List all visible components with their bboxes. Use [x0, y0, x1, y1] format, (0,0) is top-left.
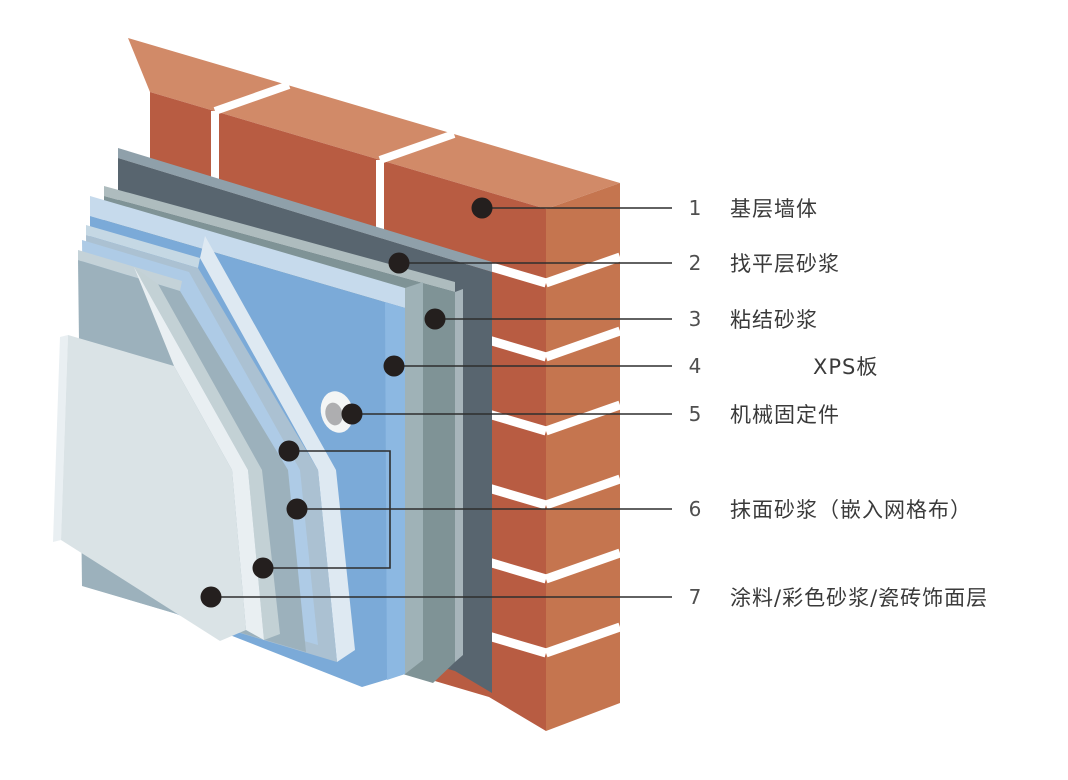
- finish-panel-face: [61, 335, 246, 641]
- callout-dot-7: [200, 586, 222, 608]
- label-text: XPS板: [813, 355, 879, 379]
- label-row-7: 7 涂料/彩色砂浆/瓷砖饰面层: [684, 582, 988, 612]
- xps-end-face: [405, 282, 423, 674]
- inner-coat-end-face: [200, 236, 355, 662]
- label-row-5: 5 机械固定件: [684, 399, 840, 429]
- label-text: 基层墙体: [730, 197, 818, 221]
- label-text: 找平层砂浆: [730, 252, 840, 276]
- xps-top-bevel: [90, 196, 405, 308]
- label-text: 抹面砂浆（嵌入网格布）: [730, 498, 972, 522]
- brick-right-face: [546, 183, 620, 731]
- finish-panel-layer: [53, 335, 246, 641]
- label-row-3: 3 粘结砂浆: [684, 304, 818, 334]
- xps-face-highlight: [385, 302, 405, 680]
- leader-bracket-6: [263, 450, 391, 569]
- inner-coat-bevel: [86, 225, 200, 268]
- label-row-6: 6 抹面砂浆（嵌入网格布）: [684, 494, 972, 524]
- anchor-fixture: [320, 391, 354, 433]
- finish-panel-left-bevel: [53, 335, 68, 542]
- outer-coat-end-face: [134, 267, 280, 640]
- label-row-4: 4 XPS板: [684, 351, 878, 381]
- bonding-mortar-end-face: [455, 289, 463, 662]
- label-text: 涂料/彩色砂浆/瓷砖饰面层: [730, 586, 989, 610]
- outer-coat-bevel: [78, 250, 182, 291]
- label-number: 4: [688, 354, 702, 378]
- anchor-inner-pin: [325, 402, 343, 426]
- label-text: 机械固定件: [730, 403, 840, 427]
- label-row-2: 2 找平层砂浆: [684, 248, 840, 278]
- finish-panel-end-face: [134, 267, 264, 640]
- label-number: 3: [688, 307, 702, 331]
- label-number: 5: [688, 402, 702, 426]
- brick-top-face: [128, 38, 620, 209]
- leader-lines: [211, 207, 672, 598]
- label-text: 粘结砂浆: [730, 308, 818, 332]
- label-number: 7: [688, 585, 702, 609]
- callout-dots: [200, 197, 493, 608]
- label-number: 1: [688, 196, 702, 220]
- callout-dot-6c: [252, 557, 274, 579]
- label-number: 2: [688, 251, 702, 275]
- bonding-mortar-bevel: [104, 186, 455, 292]
- callout-dot-6b: [286, 498, 308, 520]
- callout-dot-6a: [278, 440, 300, 462]
- mortar-side-joints: [544, 252, 622, 658]
- callout-dot-2: [388, 252, 410, 274]
- label-number: 6: [688, 497, 702, 521]
- mortar-top-joints: [213, 81, 456, 164]
- callout-dot-5: [341, 403, 363, 425]
- callout-dot-1: [471, 197, 493, 219]
- leveling-mortar-bevel: [118, 148, 492, 272]
- callout-dot-4: [383, 355, 405, 377]
- callout-dot-3: [424, 308, 446, 330]
- label-row-1: 1 基层墙体: [684, 193, 818, 223]
